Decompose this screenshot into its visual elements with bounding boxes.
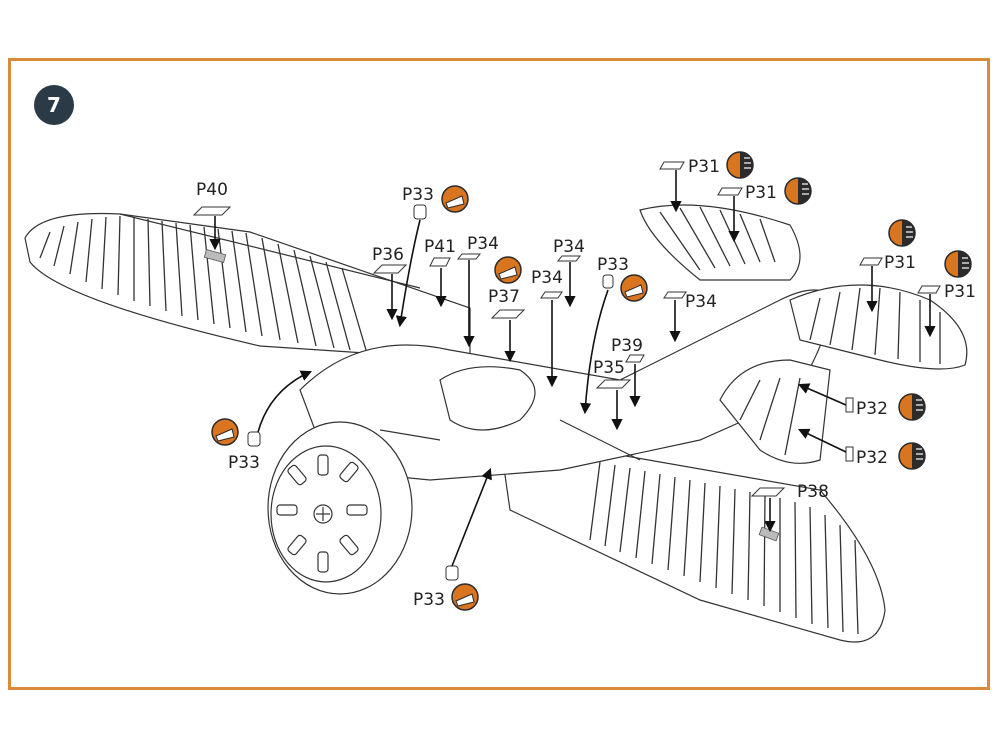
label-p34-d: P34 — [685, 292, 717, 312]
half-orange-paint-icon — [944, 250, 972, 278]
decal-application-icon — [494, 256, 522, 284]
label-p31-c: P31 — [884, 253, 916, 273]
label-p33-left: P33 — [228, 453, 260, 473]
right-wing-ribs — [589, 461, 859, 635]
label-p33-top: P33 — [402, 185, 434, 205]
engine-cowling — [267, 421, 413, 595]
decal-markers — [192, 161, 941, 581]
label-p34-a: P34 — [467, 234, 499, 254]
half-orange-paint-icon — [726, 151, 754, 179]
step-number-badge: 7 — [34, 85, 74, 125]
label-p34-c: P34 — [531, 268, 563, 288]
half-orange-paint-icon — [784, 177, 812, 205]
half-orange-paint-icon — [898, 442, 926, 470]
decal-application-icon — [620, 274, 648, 302]
label-p33-bottom: P33 — [413, 590, 445, 610]
label-p31-b: P31 — [745, 183, 777, 203]
half-orange-paint-icon — [888, 219, 916, 247]
cowling-vents — [276, 454, 368, 573]
decal-application-icon — [211, 418, 239, 446]
half-orange-paint-icon — [898, 393, 926, 421]
label-p40: P40 — [196, 180, 228, 200]
label-p33-mid: P33 — [597, 255, 629, 275]
label-p38: P38 — [797, 482, 829, 502]
label-p36: P36 — [372, 245, 404, 265]
label-p32-b: P32 — [856, 448, 888, 468]
label-p41: P41 — [424, 237, 456, 257]
decal-application-icon — [441, 185, 469, 213]
tail-fin — [639, 204, 801, 281]
label-p39: P39 — [611, 336, 643, 356]
label-p35: P35 — [593, 358, 625, 378]
label-p37: P37 — [488, 287, 520, 307]
instruction-icons — [211, 151, 972, 611]
label-p32-a: P32 — [856, 399, 888, 419]
label-p34-b: P34 — [553, 237, 585, 257]
left-wing-ribs — [39, 215, 367, 351]
left-wing — [24, 212, 471, 361]
part-labels: P40 P33 P36 P41 P34 P37 P34 P34 P33 P34 … — [196, 157, 976, 610]
label-p31-a: P31 — [688, 157, 720, 177]
decal-application-icon — [451, 583, 479, 611]
right-wing — [499, 439, 886, 643]
label-p31-d: P31 — [944, 282, 976, 302]
